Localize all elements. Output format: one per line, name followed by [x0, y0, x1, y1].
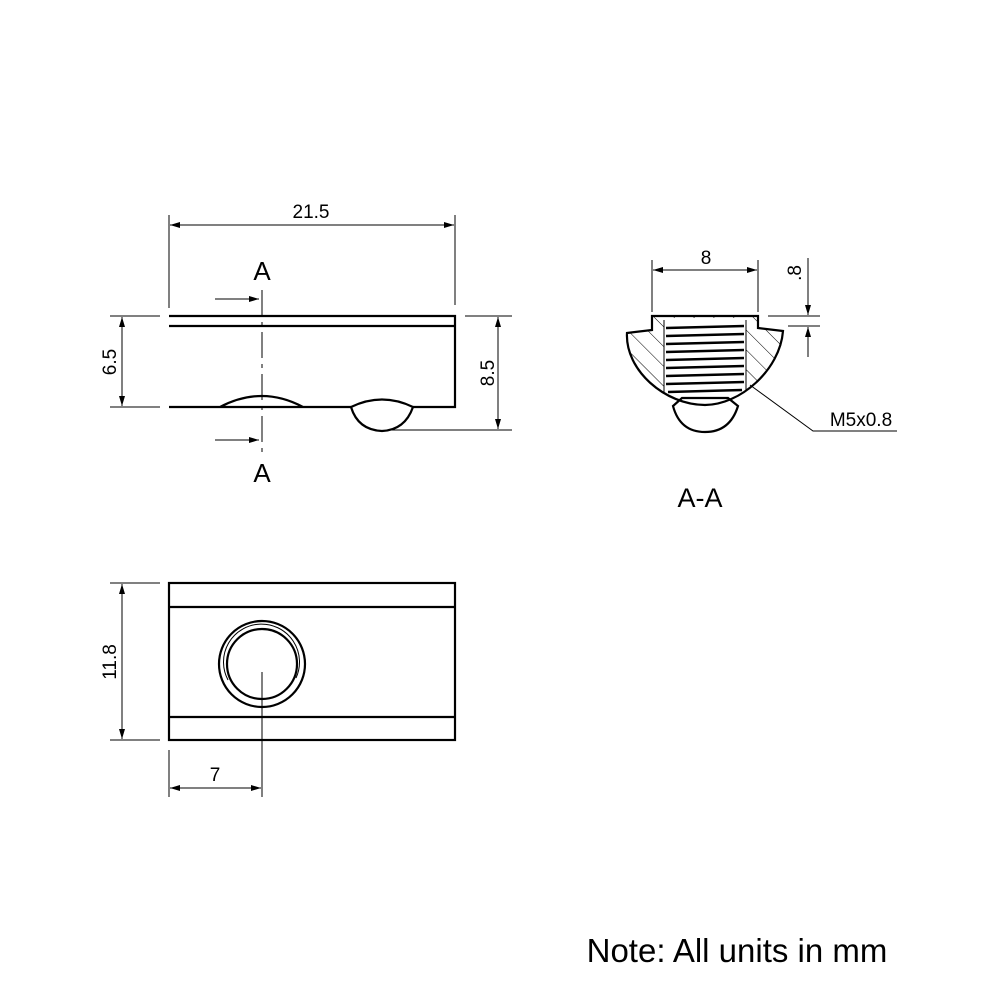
side-view: A A 21.5 6.5 8.5 [100, 202, 512, 488]
thread-callout: M5x0.8 [830, 410, 892, 431]
dim-body-height: 6.5 [100, 349, 121, 375]
section-view: 8 .8 M5x0.8 A-A [625, 248, 897, 513]
dim-section-width: 8 [701, 248, 712, 269]
units-note: Note: All units in mm [587, 932, 888, 969]
dim-hole-offset: 7 [210, 765, 221, 786]
dim-length: 21.5 [293, 202, 330, 223]
dim-lip: .8 [785, 265, 806, 281]
section-marker-bottom: A [253, 458, 271, 488]
dim-total-height: 8.5 [478, 360, 499, 386]
section-title: A-A [677, 483, 722, 513]
dim-width: 11.8 [100, 644, 121, 680]
section-marker-top: A [253, 256, 271, 286]
top-view: 11.8 7 [100, 581, 457, 797]
